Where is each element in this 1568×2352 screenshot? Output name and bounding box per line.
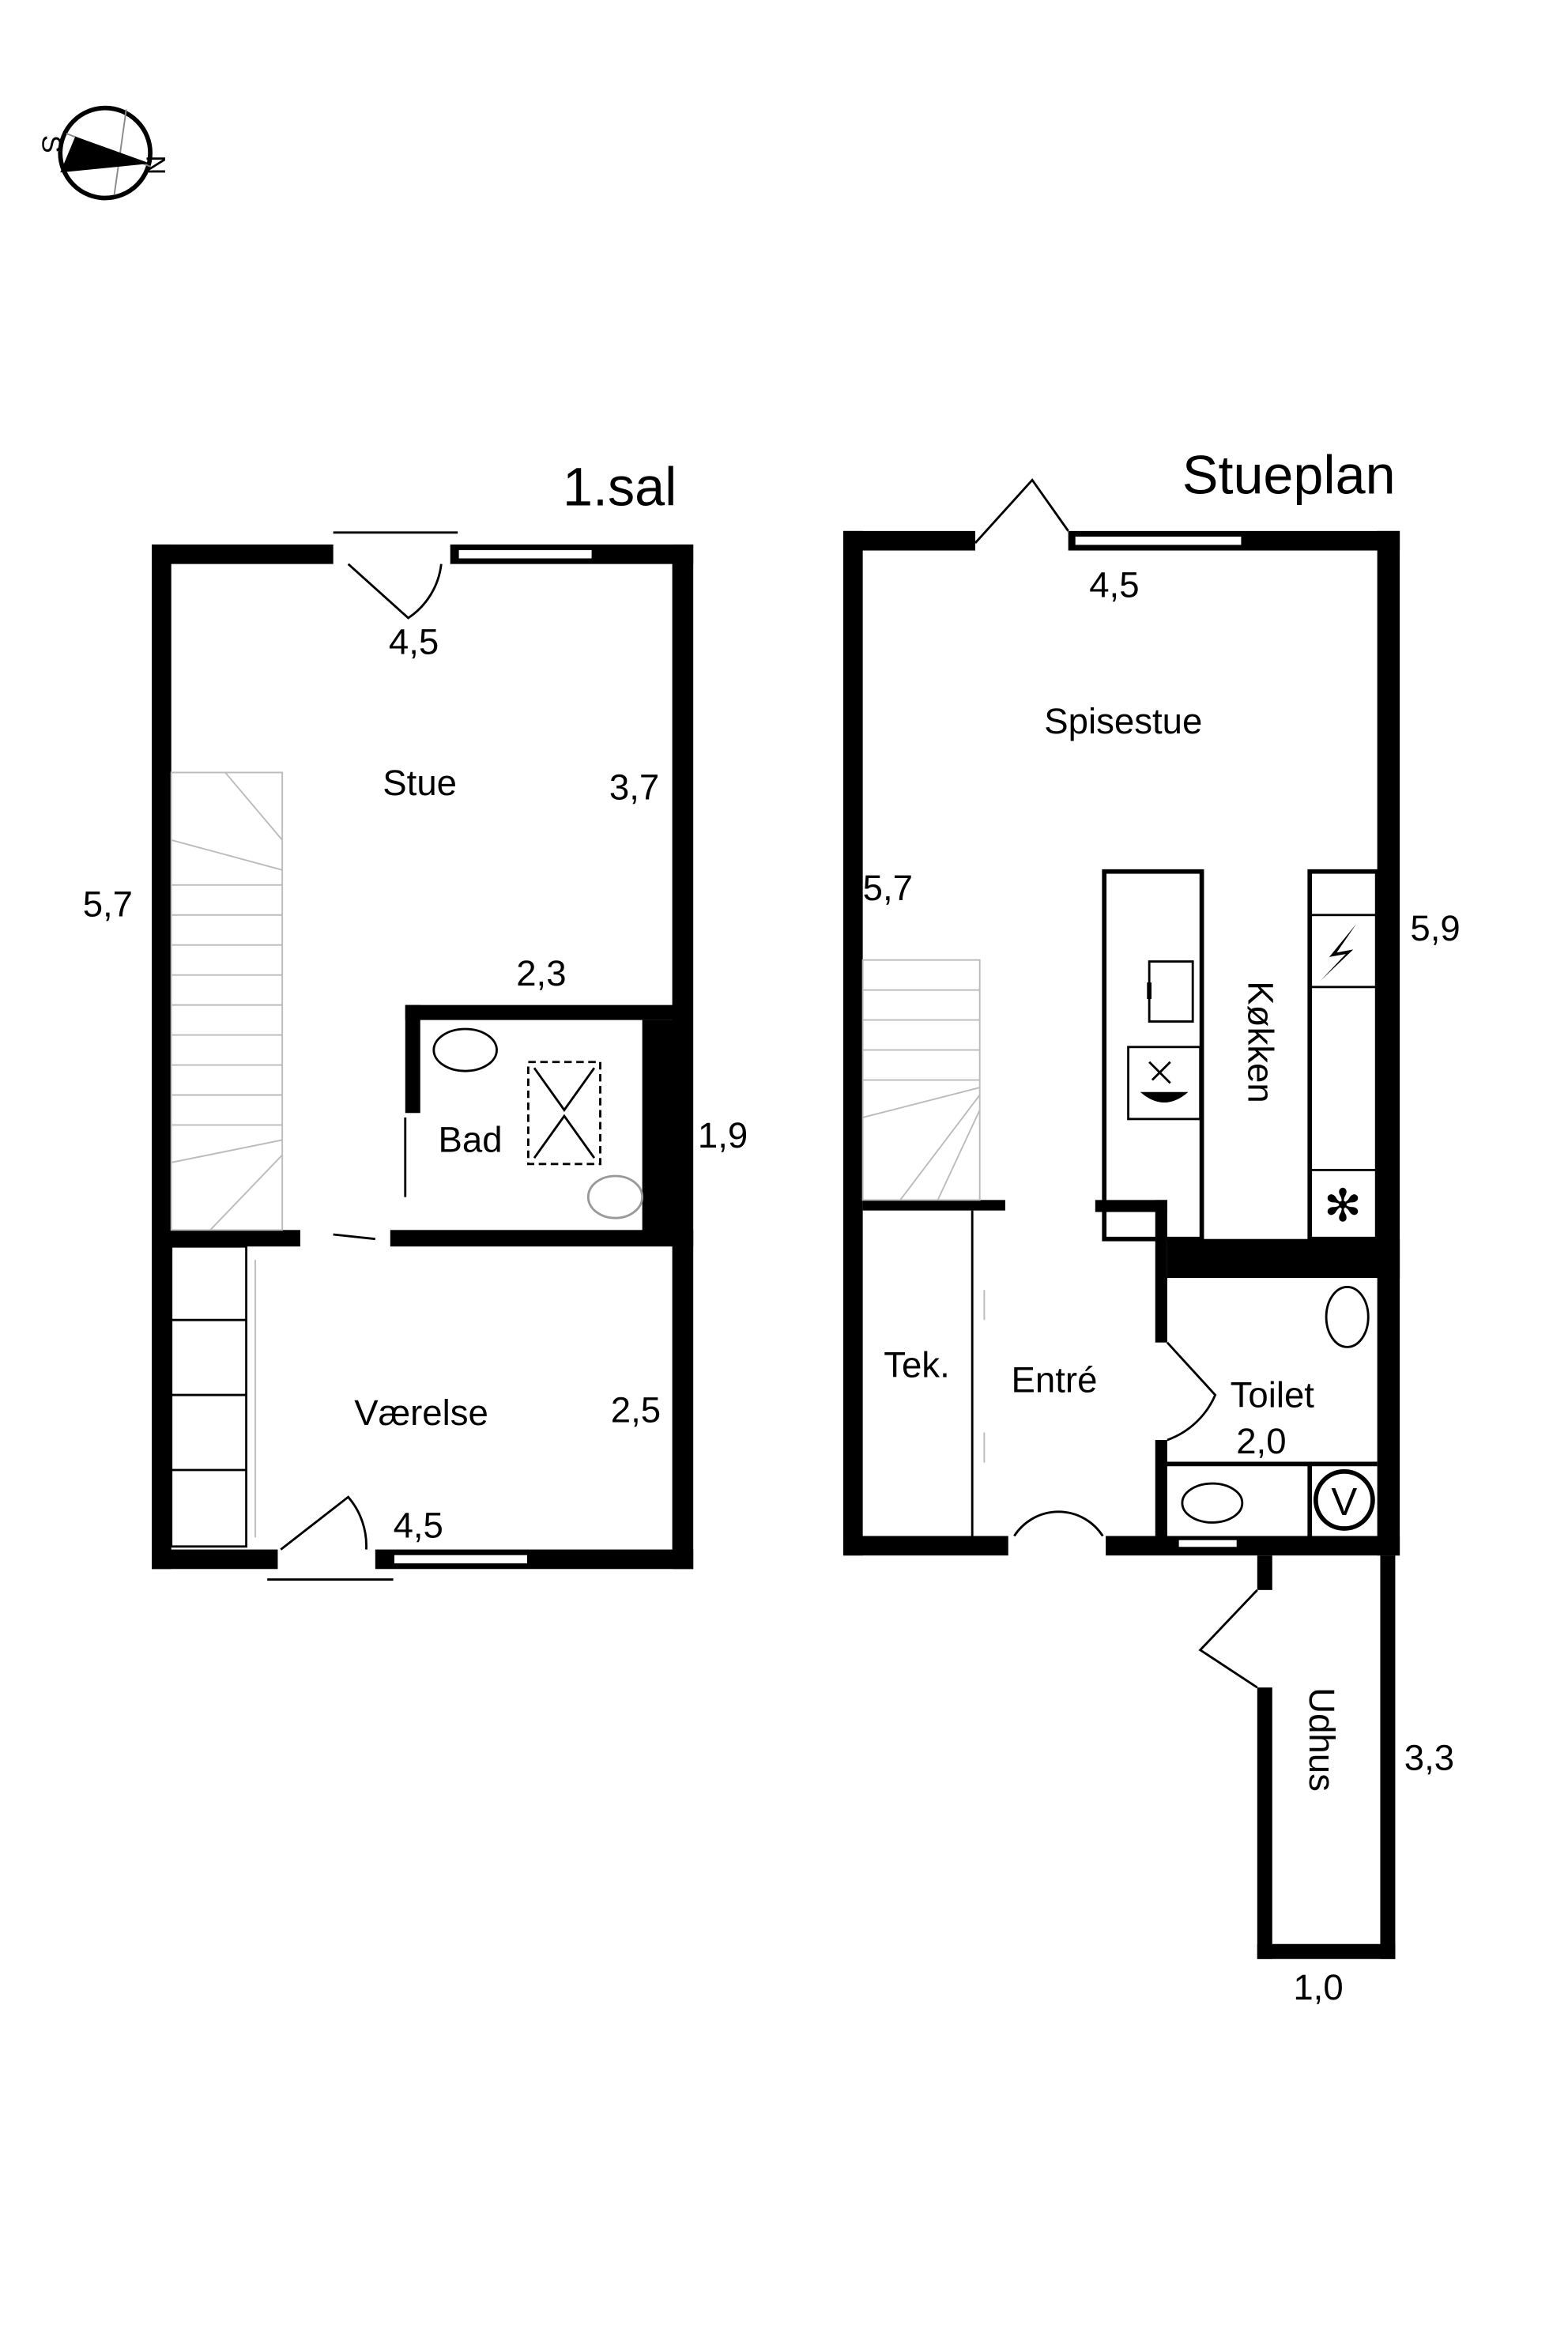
fridge-icon: ✻ [1308,1168,1379,1241]
upper-floor-title: 1.sal [563,458,677,518]
room-label-toilet: Toilet [1231,1374,1315,1415]
compass-south: S [36,135,66,153]
room-label-tek: Tek. [884,1344,950,1385]
toilet-icon [1325,1286,1370,1348]
ground-floor-plan: Stueplan [842,445,1461,2007]
upper-floor-plan: 1.sal [83,458,748,1581]
room-label-stue: Stue [383,763,457,803]
dim-upper-left: 5,7 [83,884,133,925]
dim-udhus: 3,3 [1404,1738,1454,1778]
dim-ground-right: 5,9 [1410,908,1460,948]
dim-upper-top: 4,5 [389,622,439,662]
sink-icon [432,1027,498,1072]
svg-text:✻: ✻ [1324,1181,1362,1231]
dim-toilet: 2,0 [1236,1421,1286,1461]
room-label-entre: Entré [1012,1359,1098,1400]
room-label-spisestue: Spisestue [1044,701,1202,741]
dishwasher-icon [1127,1046,1202,1121]
ground-floor-title: Stueplan [1182,445,1396,505]
kitchen-sink-icon [1147,960,1194,1023]
dim-stue: 3,7 [609,767,659,808]
stairs-icon [170,771,284,1231]
dim-udhus-bottom: 1,0 [1293,1967,1343,2007]
dim-bad: 1,9 [698,1115,748,1155]
sink-icon [1181,1482,1244,1524]
toilet-icon [586,1174,644,1219]
wardrobe-icon [170,1245,256,1548]
room-label-kokken: Køkken [1240,981,1280,1102]
ventilation-icon: V [1313,1469,1375,1531]
dim-vaerelse: 2,5 [611,1389,661,1430]
dim-bad-top: 2,3 [516,953,566,993]
shower-icon [526,1061,601,1166]
dim-ground-top: 4,5 [1089,564,1139,605]
compass-north: N [141,155,172,175]
dim-upper-bottom: 4,5 [394,1505,443,1545]
compass-icon: S N [36,105,172,201]
room-label-udhus: Udhus [1302,1687,1342,1792]
dim-ground-left: 5,7 [863,868,913,908]
stove-icon [1308,914,1379,989]
room-label-bad: Bad [439,1120,503,1160]
ventilation-label: V [1331,1480,1357,1524]
room-label-vaerelse: Værelse [354,1393,488,1433]
stairs-icon [861,959,981,1201]
